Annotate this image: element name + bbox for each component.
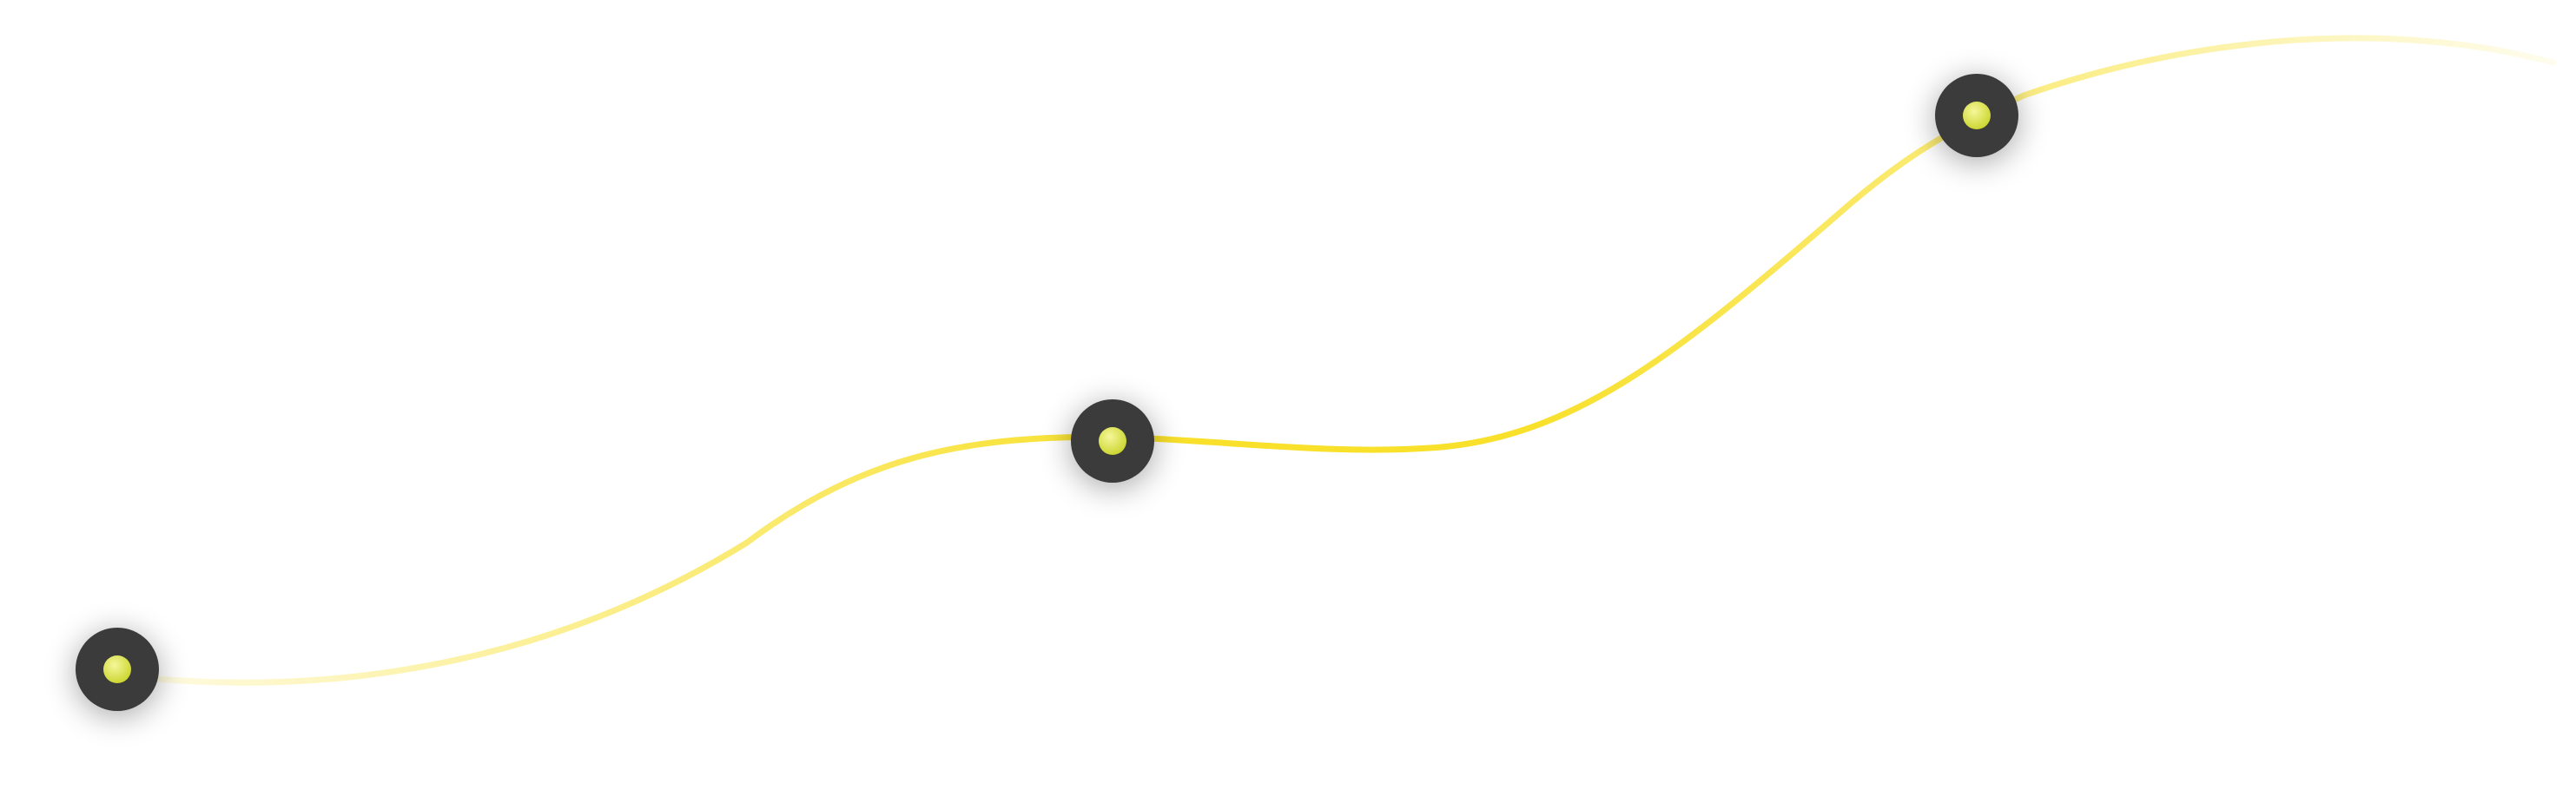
- node-start: [76, 628, 159, 711]
- node-core: [1963, 102, 1991, 129]
- node-core: [103, 655, 131, 683]
- timeline-path: [118, 35, 2557, 686]
- node-core: [1099, 427, 1126, 455]
- node-end: [1935, 74, 2018, 157]
- node-middle: [1071, 399, 1154, 483]
